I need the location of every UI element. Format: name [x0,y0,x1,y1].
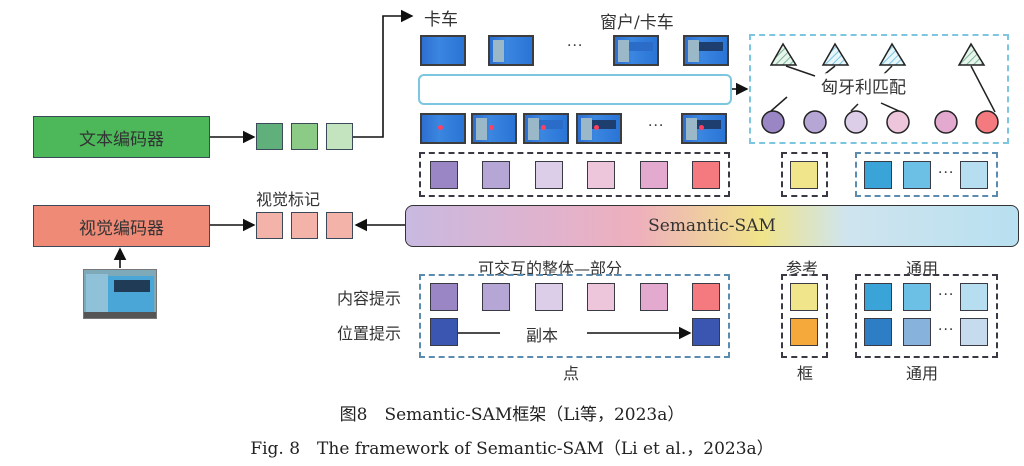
reference-token [790,161,818,189]
prediction-circle [934,110,958,134]
content-prompt-token [587,283,615,311]
general-prompt-token [903,318,931,346]
general-prompt-group [855,274,998,358]
content-prompt-token [535,283,563,311]
semantic-sam-block: Semantic-SAM [405,205,1019,247]
point-prompt-group [419,274,730,358]
mask-thumbnail [613,35,659,66]
text-token [291,123,318,150]
match-line [785,65,816,77]
gt-triangle [769,42,798,66]
ellipsis: ··· [938,322,955,338]
vision-encoder-label: 视觉编码器 [79,218,164,239]
reference-label: 参考 [786,259,819,278]
query-token [430,161,458,189]
match-line [880,102,900,112]
content-prompt-label: 内容提示 [337,289,402,308]
prediction-circle [803,110,827,134]
match-line [850,103,859,112]
match-line [770,96,788,112]
visual-token [326,212,353,239]
position-prompt-token [430,318,458,346]
general-prompt-token [960,283,988,311]
general-prompt-token [960,318,988,346]
point-mask-thumbnail [471,113,517,144]
semantic-sam-label: Semantic-SAM [648,216,776,236]
gt-triangle [878,42,907,66]
position-prompt-token [692,318,720,346]
general-prompt-token [864,283,892,311]
query-token [692,161,720,189]
caption-en: Fig. 8 The framework of Semantic-SAM（Li … [250,439,774,459]
general-label-top: 通用 [906,259,939,278]
ellipsis: ··· [938,165,955,181]
ellipsis: ··· [648,118,665,134]
content-prompt-token [640,283,668,311]
caption-zh: 图8 Semantic-SAM框架（Li等，2023a） [339,405,685,425]
general-label-bottom: 通用 [906,364,939,383]
arrow-tokens-to-truck [353,9,414,138]
mask-thumbnail [488,35,534,66]
vision-encoder: 视觉编码器 [33,205,210,247]
box-label: 框 [797,364,814,383]
box-prompt-group [781,274,828,358]
window-truck-label: 窗户/卡车 [600,13,674,33]
general-token [960,161,988,189]
content-prompt-token [692,283,720,311]
copy-label: 副本 [526,326,559,345]
prediction-circle [761,110,785,134]
hungarian-matching-box [749,34,1009,144]
point-mask-thumbnail [576,113,622,144]
match-line [970,65,996,113]
ellipsis: ··· [938,287,955,303]
general-prompt-token [903,283,931,311]
prediction-circle [886,110,910,134]
text-encoder-label: 文本编码器 [79,129,164,150]
ellipsis: ··· [567,38,584,54]
box-position-token [790,318,818,346]
query-token [535,161,563,189]
query-token [640,161,668,189]
point-mask-thumbnail [523,113,569,144]
general-token [864,161,892,189]
position-prompt-label: 位置提示 [337,324,402,343]
gt-triangle [957,42,986,66]
input-truck-image [83,269,157,319]
content-prompt-token [482,283,510,311]
truck-label: 卡车 [424,10,458,30]
mask-thumbnail [683,35,729,66]
hungarian-matching-label: 匈牙利匹配 [821,73,906,98]
mask-thumbnail [420,35,466,66]
general-prompt-token [864,318,892,346]
point-label: 点 [563,364,580,383]
reference-group-top [781,152,828,197]
prediction-circle [975,110,999,134]
interactive-whole-part-label: 可交互的整体—部分 [478,259,623,278]
visual-token [291,212,318,239]
mask-output-box [418,74,732,105]
general-group-top [855,152,998,197]
query-group-top [419,152,730,197]
general-token [903,161,931,189]
box-content-token [790,283,818,311]
gt-triangle [821,42,850,66]
text-token [326,123,353,150]
point-mask-thumbnail [420,113,466,144]
prediction-circle [844,110,868,134]
match-line [883,65,893,75]
query-token [587,161,615,189]
text-token [256,123,283,150]
query-token [482,161,510,189]
visual-tokens-label: 视觉标记 [256,190,321,209]
visual-token [256,212,283,239]
point-mask-thumbnail [681,113,727,144]
content-prompt-token [430,283,458,311]
hungarian-matching-graph [761,42,999,134]
match-line [824,65,836,75]
text-encoder: 文本编码器 [33,116,210,158]
